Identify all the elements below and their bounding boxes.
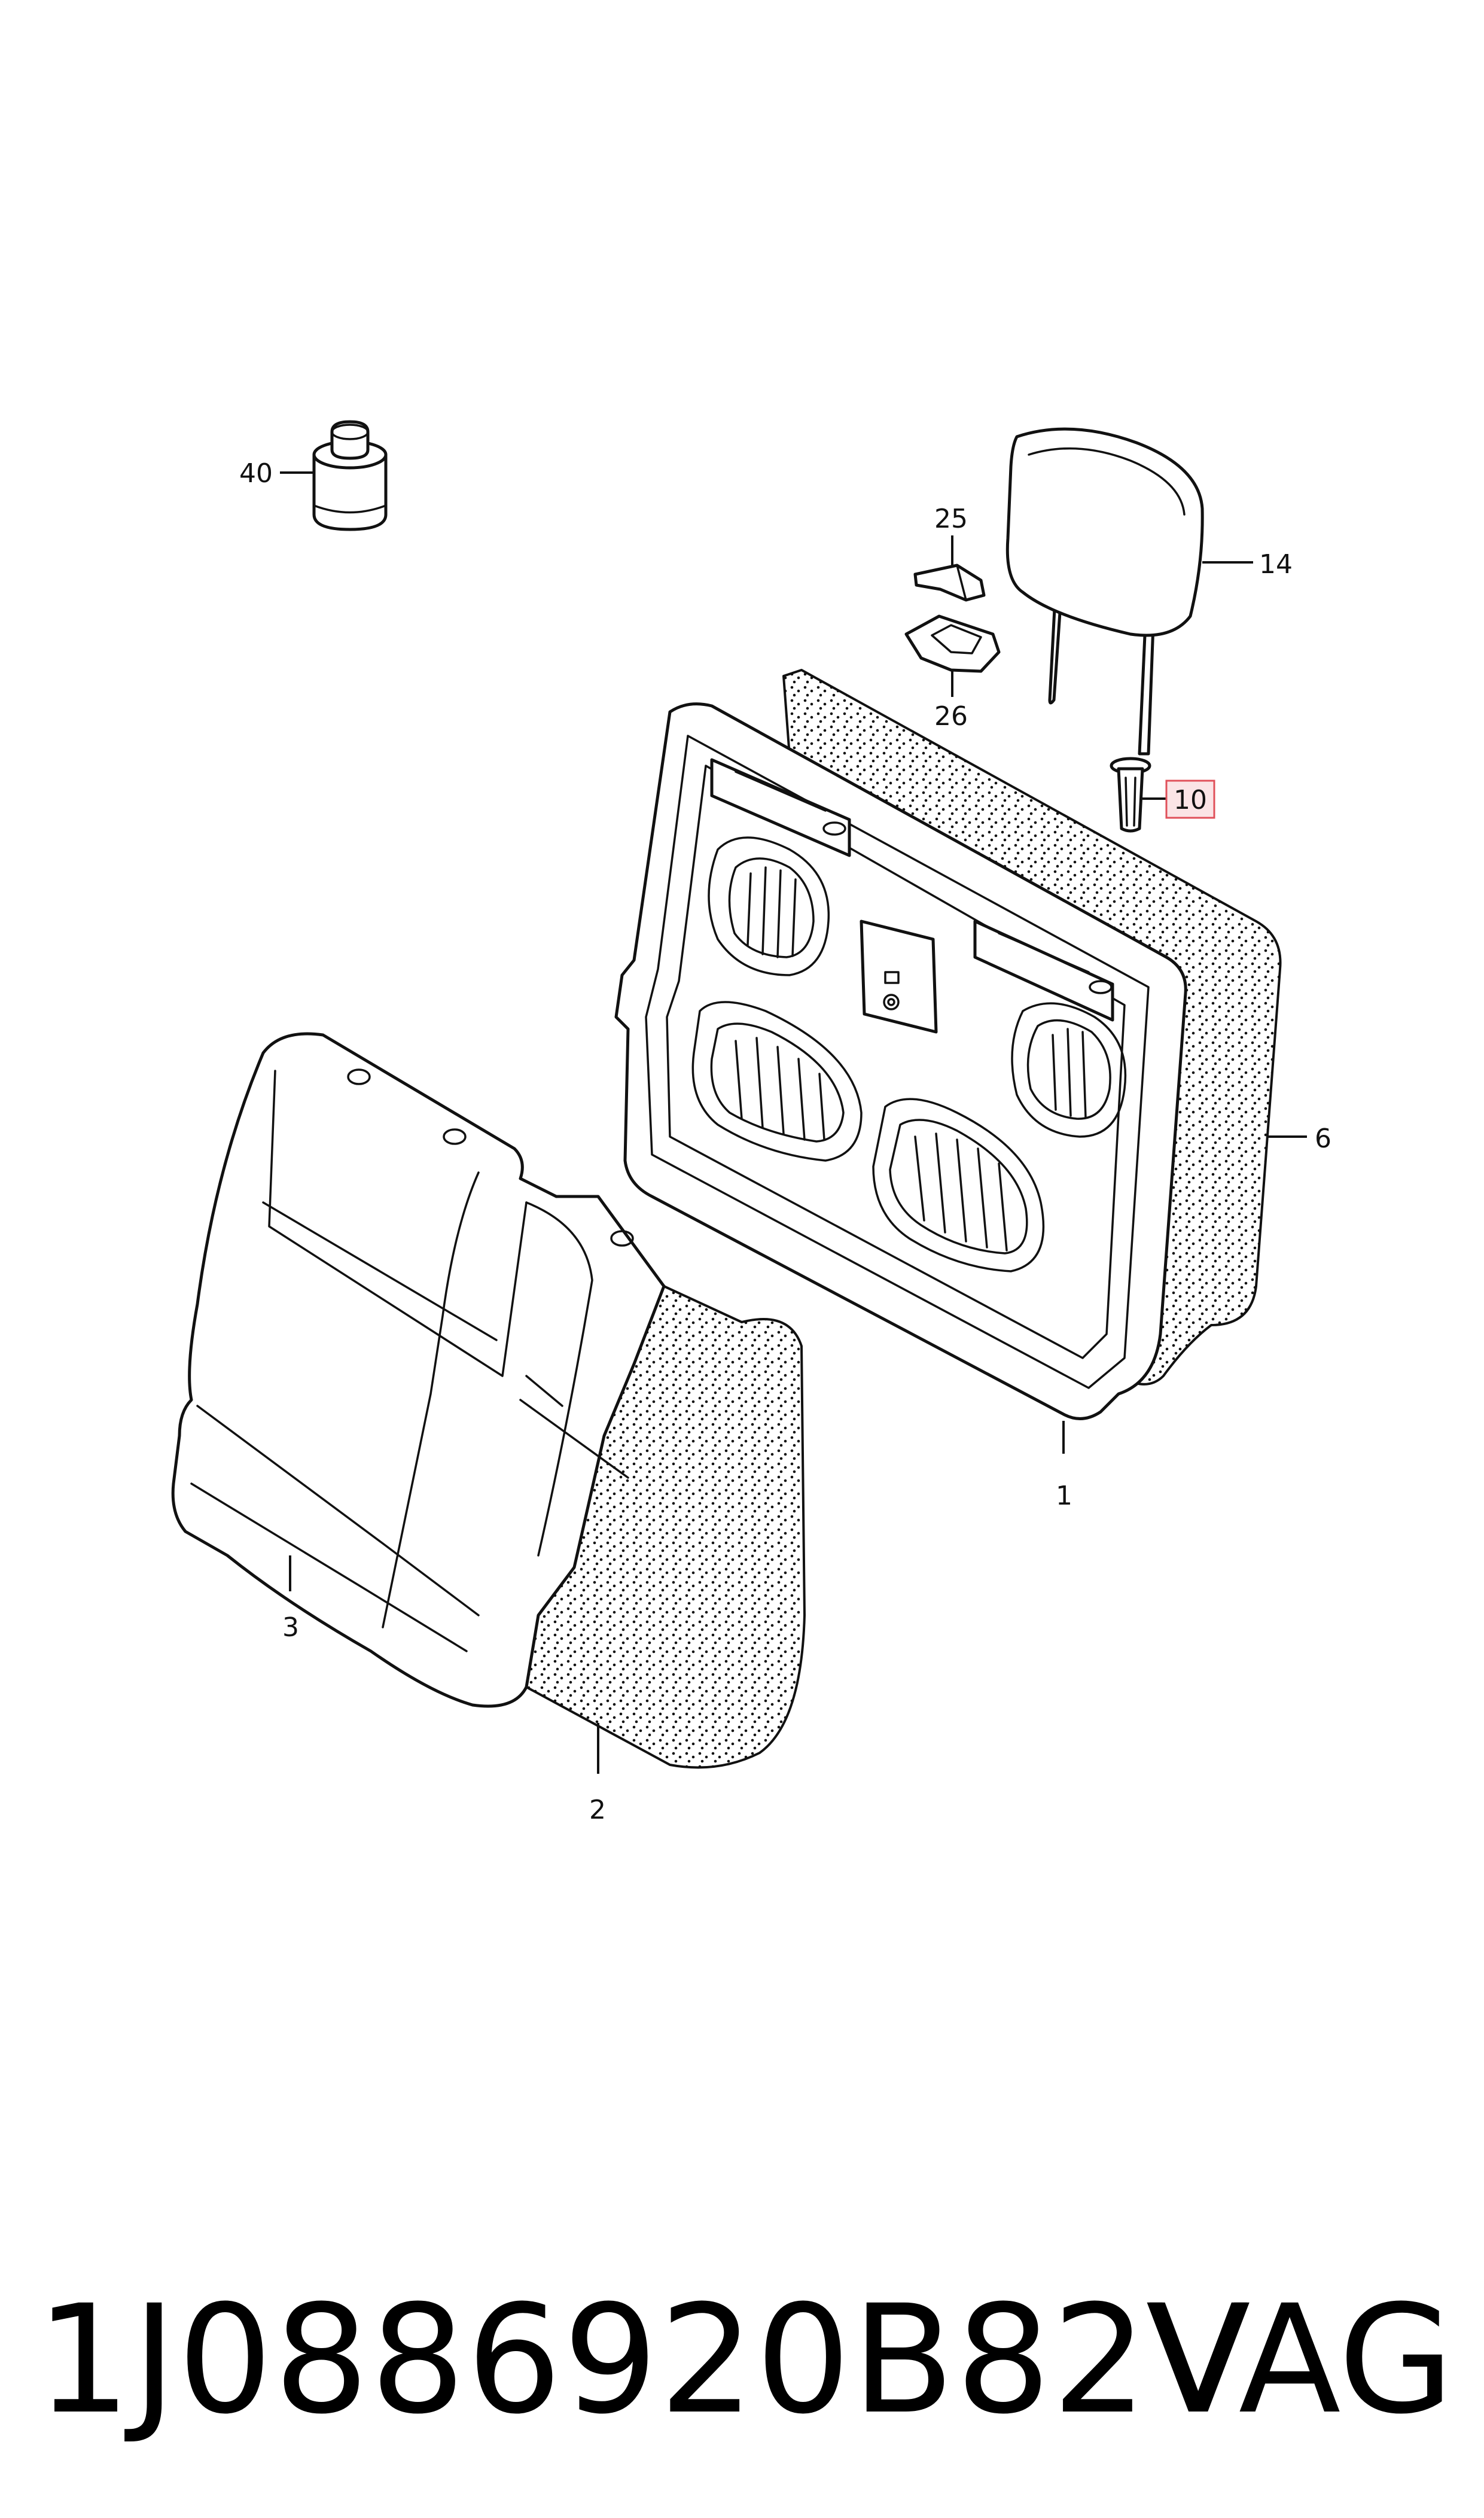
callout-40: 40 xyxy=(239,458,273,489)
callout-6: 6 xyxy=(1315,1123,1331,1154)
part-26-bracket xyxy=(904,614,1001,673)
callout-14: 14 xyxy=(1259,549,1293,580)
part-14-headrest xyxy=(1005,427,1204,756)
callout-26: 26 xyxy=(934,701,968,732)
part-10-guide-sleeve xyxy=(1110,757,1151,833)
part-40-bushing xyxy=(312,420,388,531)
part-number-label: 1J0886920B82V xyxy=(36,2273,1252,2447)
part-3-seat-cover xyxy=(171,1032,666,1708)
callout-25: 25 xyxy=(934,504,968,534)
footer-bar: 1J0886920B82V VAG xyxy=(0,2213,1484,2518)
callout-3: 3 xyxy=(282,1612,299,1643)
callout-2: 2 xyxy=(589,1795,606,1825)
part-2-cushion-foam xyxy=(525,1285,806,1769)
callout-1: 1 xyxy=(1056,1481,1072,1511)
callout-10: 10 xyxy=(1174,785,1207,815)
part-1-backrest-frame xyxy=(614,702,1187,1420)
exploded-parts-diagram: 40 25 26 14 10 6 xyxy=(171,420,1331,1825)
part-25-clip xyxy=(913,564,986,602)
callout-10-highlight xyxy=(1165,780,1215,819)
brand-label: VAG xyxy=(1145,2273,1454,2447)
